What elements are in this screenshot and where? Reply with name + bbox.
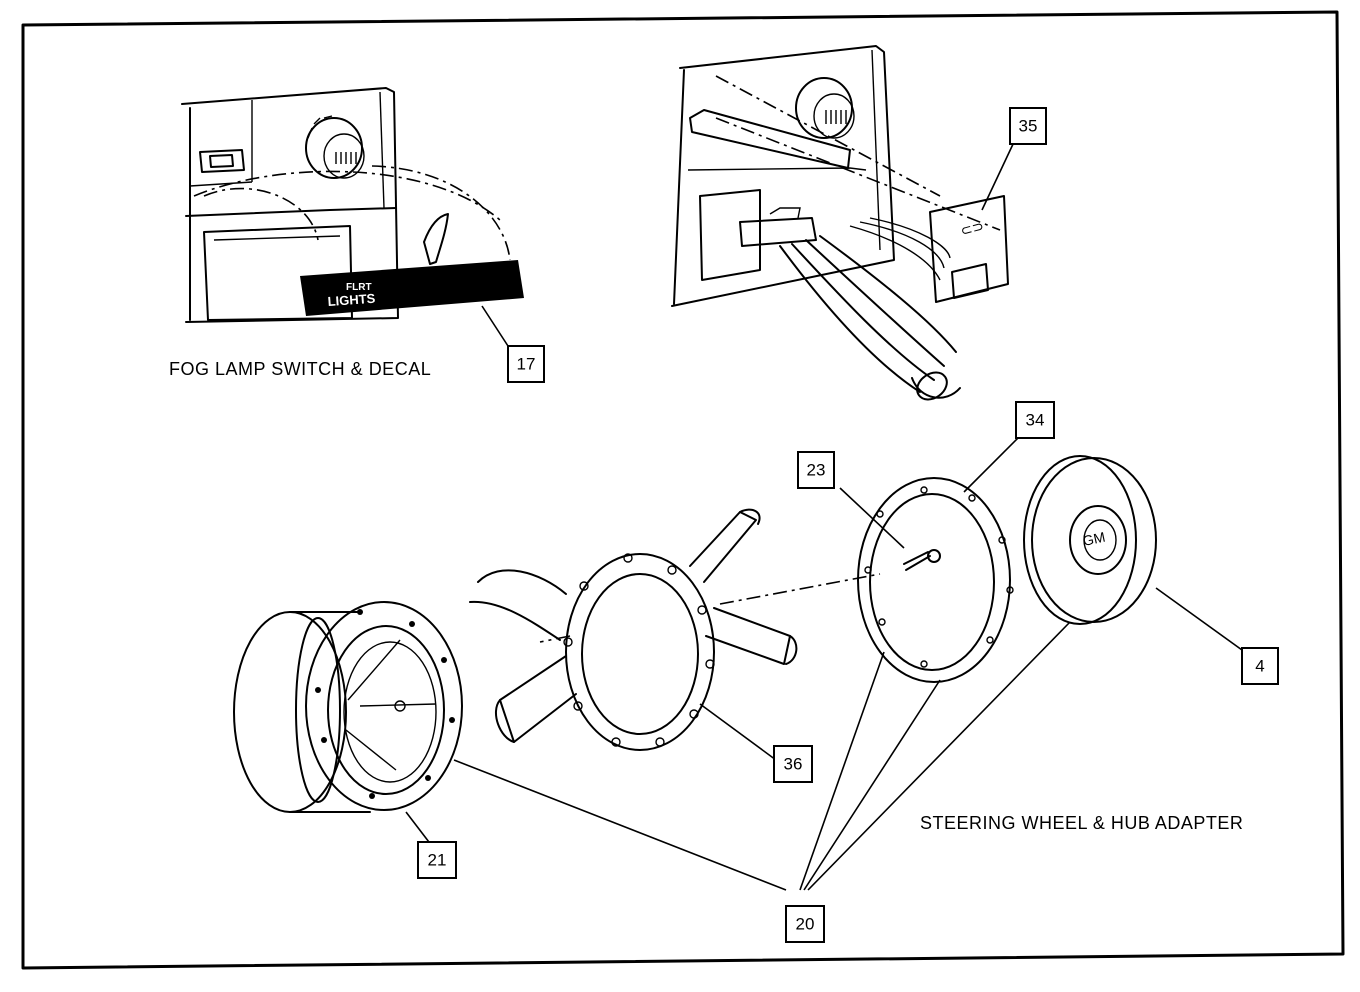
callout-20: 20 (785, 905, 825, 943)
callout-21: 21 (417, 841, 457, 879)
decal-line2: LIGHTS (327, 291, 376, 309)
rocker-switch-icon (951, 263, 989, 299)
outer-frame (21, 10, 1345, 970)
svg-text:GM: GM (1081, 529, 1106, 549)
steering-caption: STEERING WHEEL & HUB ADAPTER (920, 813, 1243, 833)
svg-text:34: 34 (1026, 411, 1045, 430)
fog-lamp-wiring-illustration: ⊂⊃ (671, 45, 1015, 401)
svg-text:21: 21 (428, 851, 447, 870)
fog-lamp-switch-illustration: FLRT LIGHTS (181, 87, 524, 347)
callout-34: 34 (1015, 401, 1055, 439)
horn-cap-illustration: GM (1023, 455, 1243, 651)
svg-text:35: 35 (1019, 117, 1038, 136)
svg-text:4: 4 (1255, 657, 1264, 676)
rocker-switch-icon (199, 149, 245, 173)
callout-36: 36 (773, 745, 813, 783)
steering-wheel-spider-illustration (469, 508, 881, 761)
decal-line1: FLRT (346, 282, 372, 293)
callout-4: 4 (1241, 647, 1279, 685)
callout-17: 17 (507, 345, 545, 383)
callout-23: 23 (797, 451, 835, 489)
hub-adapter-illustration (233, 601, 463, 813)
svg-text:36: 36 (784, 755, 803, 774)
callout-35: 35 (1009, 107, 1047, 145)
svg-text:23: 23 (807, 461, 826, 480)
fog-lights-decal: FLRT LIGHTS (300, 260, 524, 316)
svg-text:20: 20 (796, 915, 815, 934)
fog-lamp-caption: FOG LAMP SWITCH & DECAL (169, 359, 431, 379)
dimmer-knob-icon (795, 77, 855, 139)
svg-text:⊂⊃: ⊂⊃ (959, 217, 986, 239)
svg-text:17: 17 (517, 355, 536, 374)
adapter-plate-illustration (839, 431, 1025, 683)
dimmer-knob-icon (305, 115, 365, 179)
